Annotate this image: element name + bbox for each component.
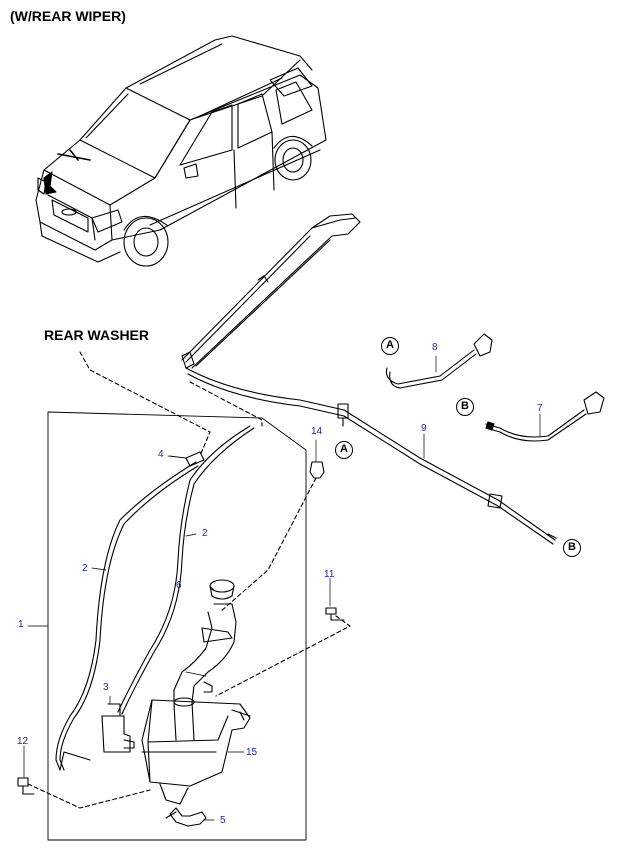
part-number-1: 1 (18, 619, 24, 630)
diagram-title: (W/REAR WIPER) (10, 8, 126, 24)
ref-marker-b-hose-7: B (456, 398, 474, 416)
part-number-15: 15 (246, 747, 258, 758)
part-number-4: 4 (158, 449, 164, 460)
hose-8 (385, 333, 493, 389)
reservoir-15 (141, 603, 251, 827)
ref-marker-a-hose-9: A (335, 441, 353, 459)
part-number-2-right: 2 (202, 528, 208, 539)
part-number-14: 14 (311, 426, 323, 437)
hose-7 (485, 391, 605, 442)
part-number-3: 3 (103, 682, 109, 693)
part-number-7: 7 (537, 403, 543, 414)
hose-9 (181, 213, 557, 545)
part-number-8: 8 (432, 342, 438, 353)
ref-marker-a-hose-8: A (381, 337, 399, 355)
part-number-11: 11 (324, 569, 335, 580)
part-number-6: 6 (176, 580, 182, 591)
rear-washer-label: REAR WASHER (44, 327, 150, 343)
ref-marker-b-hose-9: B (563, 539, 581, 557)
part-number-2-left: 2 (82, 563, 88, 574)
part-number-9: 9 (421, 423, 427, 434)
part-number-5: 5 (220, 815, 226, 826)
part-number-12: 12 (17, 736, 29, 747)
vehicle-illustration (35, 35, 327, 267)
